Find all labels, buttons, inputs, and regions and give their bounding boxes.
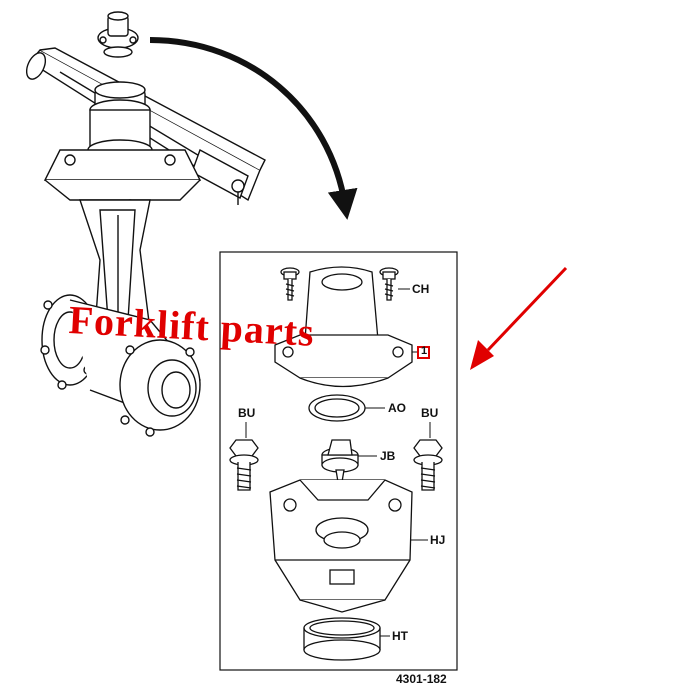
o-ring-part	[308, 394, 366, 422]
bolt-right-part	[413, 439, 443, 491]
detail-frame	[219, 251, 458, 671]
callout-bu-right: BU	[421, 406, 439, 420]
highlight-mark: 1	[421, 345, 428, 357]
exploded-view-arrow	[149, 37, 358, 220]
axle-assembly-illustration	[25, 11, 266, 437]
bushing-part	[303, 617, 381, 661]
leader-lines	[245, 288, 431, 637]
exploded-parts	[229, 266, 443, 661]
detached-cap-part	[97, 11, 139, 58]
king-pin-housing	[43, 81, 202, 211]
housing-part	[269, 479, 413, 613]
red-pointer-arrow	[470, 266, 568, 370]
callout-ao: AO	[388, 401, 406, 415]
callout-hj: HJ	[430, 533, 446, 547]
highlighted-part-marker	[417, 346, 430, 359]
callout-ch: CH	[412, 282, 430, 296]
wheel-hub	[40, 294, 201, 437]
bolt-left-part	[229, 439, 259, 491]
spindle-part	[321, 439, 359, 483]
axle-arm	[79, 199, 151, 331]
callout-ht: HT	[392, 629, 408, 643]
cap-part	[274, 266, 413, 388]
callout-bu-left: BU	[238, 406, 256, 420]
callout-jb: JB	[380, 449, 396, 463]
figure-number: 4301-182	[396, 672, 447, 686]
screw-right-part	[379, 267, 399, 301]
screw-left-part	[280, 267, 300, 301]
